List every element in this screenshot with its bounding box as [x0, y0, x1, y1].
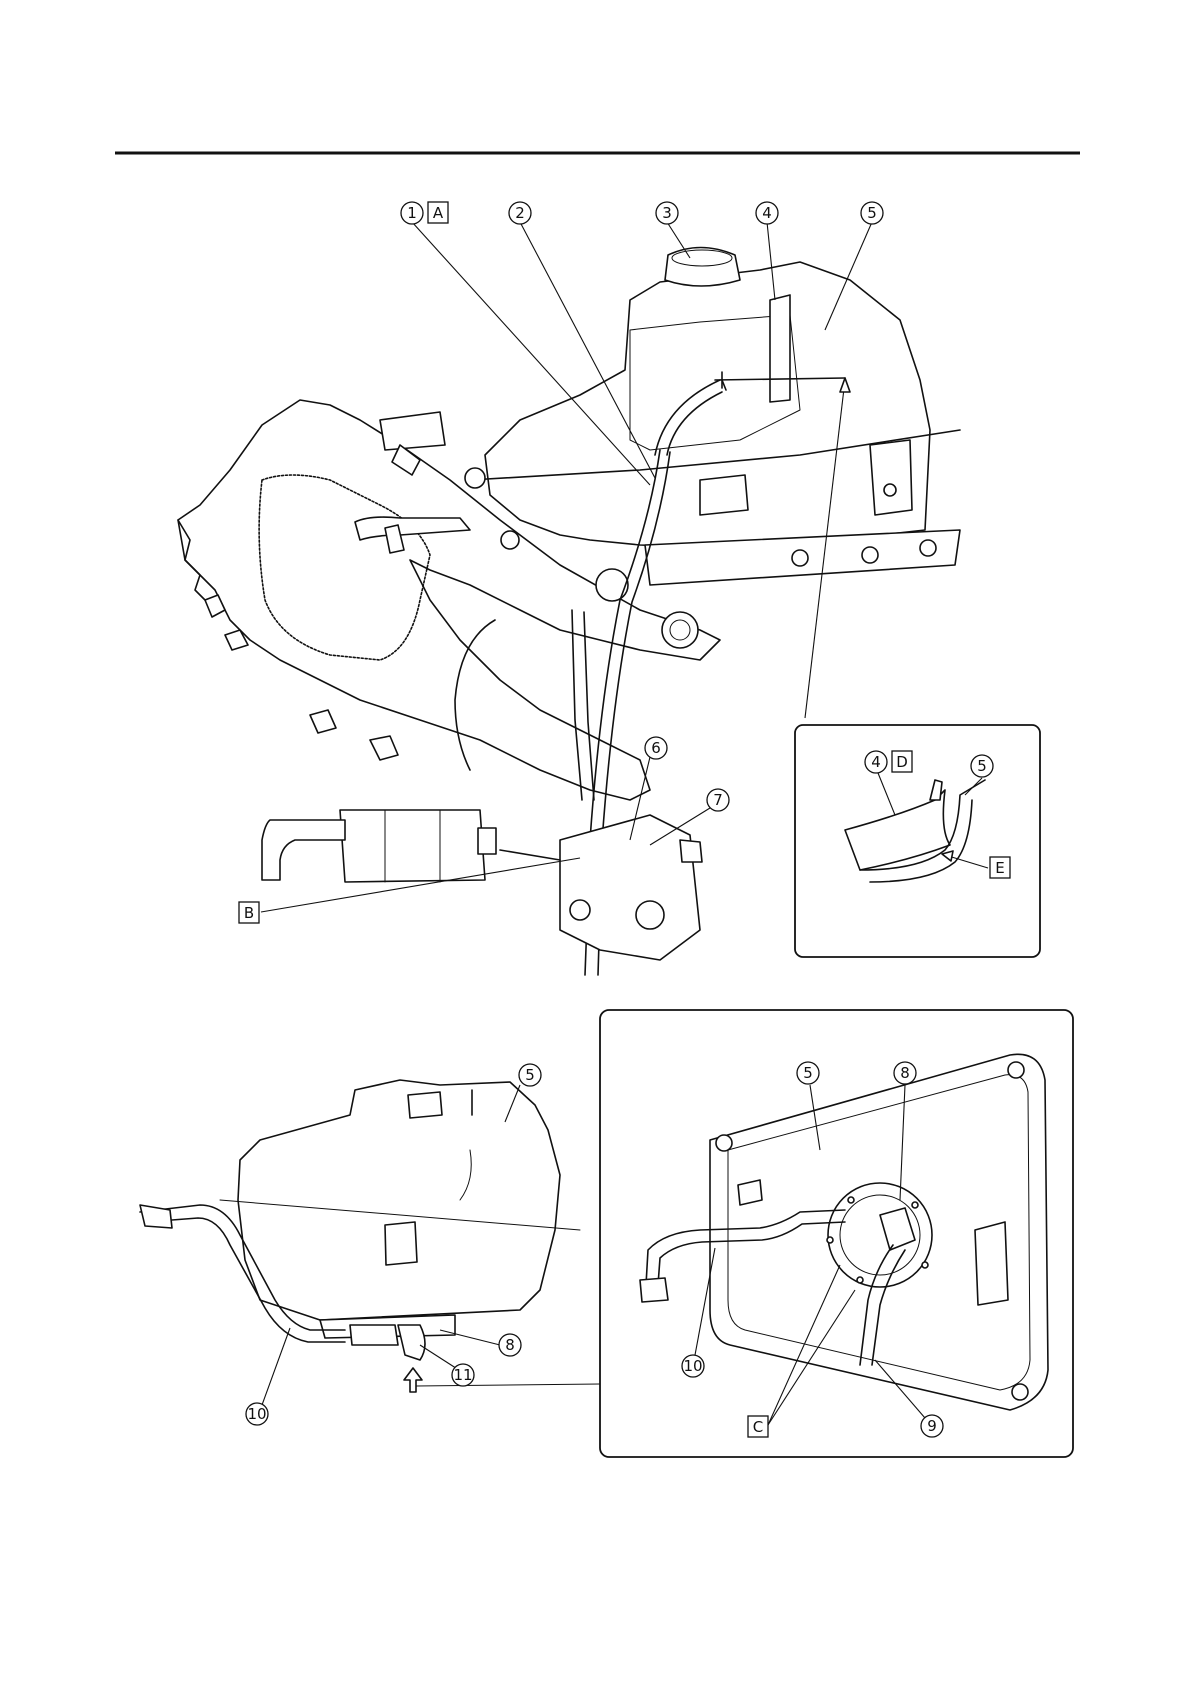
- lower-callout-11-label: 11: [453, 1366, 472, 1384]
- mount-bolt-2: [862, 547, 878, 563]
- canister-bracket: [262, 820, 345, 880]
- lower-leader-8: [440, 1330, 500, 1345]
- inset2-callout-9-label: 9: [927, 1417, 937, 1435]
- lower-leader-10: [262, 1328, 290, 1405]
- underside-hose-coupler: [640, 1278, 668, 1302]
- lower-bracket-bolt-1: [570, 900, 590, 920]
- tank-side-view: 5 8 11 10: [140, 1064, 600, 1425]
- bracket-rod: [500, 850, 560, 860]
- underside-mount-1: [716, 1135, 732, 1151]
- connector-cluster: [380, 412, 445, 450]
- lower-bracket: [560, 815, 700, 960]
- frame-bolt-mid: [501, 531, 519, 549]
- frame-bolt-top: [465, 468, 485, 488]
- callout-4-label: 4: [762, 204, 772, 222]
- lower-bracket-bolt-2: [636, 901, 664, 929]
- pump-bolt-3: [922, 1262, 928, 1268]
- mount-bolt-3: [920, 540, 936, 556]
- view-direction-line: [416, 1384, 600, 1386]
- lower-bracket-tab: [680, 840, 702, 862]
- letter-B: B: [244, 904, 254, 922]
- pump-bolt-5: [827, 1237, 833, 1243]
- inset-detail-tank-underside: 5 8 10 9 C: [600, 1010, 1073, 1457]
- tank-window: [700, 475, 748, 515]
- mount-bolt-1: [792, 550, 808, 566]
- inset-1-callout-5-label: 5: [977, 757, 987, 775]
- side-bracket-bolt: [884, 484, 896, 496]
- inset2-callout-10-label: 10: [683, 1357, 702, 1375]
- inset-detail-hose-position: 4 D 5 E: [795, 725, 1040, 957]
- side-tank-neck: [408, 1092, 442, 1118]
- side-bracket: [870, 440, 912, 515]
- pump-plate: [828, 1183, 932, 1287]
- underside-mount-3: [1012, 1384, 1028, 1400]
- lower-callout-10-label: 10: [247, 1405, 266, 1423]
- inset-1-callout-4-label: 4: [871, 753, 881, 771]
- underside-recess: [975, 1222, 1008, 1305]
- canister-body: [340, 810, 485, 882]
- side-tank-window: [385, 1222, 417, 1265]
- pump-bolt-1: [848, 1197, 854, 1203]
- callout-1-label: 1: [407, 204, 417, 222]
- letter-D: D: [896, 753, 908, 771]
- underside-tab: [738, 1180, 762, 1205]
- inset2-callout-8-label: 8: [900, 1064, 910, 1082]
- pump-bolt-2: [912, 1202, 918, 1208]
- letter-E: E: [995, 859, 1004, 877]
- inset2-callout-5-label: 5: [803, 1064, 813, 1082]
- canister-fitting: [478, 828, 496, 854]
- callout-7-label: 7: [713, 791, 723, 809]
- lower-callout-8-label: 8: [505, 1336, 515, 1354]
- fuel-cap: [665, 248, 740, 287]
- frame-tab-3: [310, 710, 336, 733]
- tank-bracket: [770, 295, 790, 402]
- frame-tab-4: [370, 736, 398, 760]
- side-pump-tab: [398, 1325, 425, 1360]
- underside-mount-2: [1008, 1062, 1024, 1078]
- letter-A: A: [433, 204, 444, 222]
- callout-2-label: 2: [515, 204, 525, 222]
- lower-callout-5-label: 5: [525, 1066, 535, 1084]
- view-direction-arrow: [404, 1368, 422, 1392]
- callout-5-label: 5: [867, 204, 877, 222]
- pump-bolt-4: [857, 1277, 863, 1283]
- letter-C: C: [753, 1418, 763, 1436]
- side-pump-fitting: [350, 1325, 398, 1345]
- callout-3-label: 3: [662, 204, 672, 222]
- pivot-ring: [596, 569, 628, 601]
- lower-pivot: [662, 612, 698, 648]
- side-tank-body: [238, 1080, 560, 1320]
- callout-6-label: 6: [651, 739, 661, 757]
